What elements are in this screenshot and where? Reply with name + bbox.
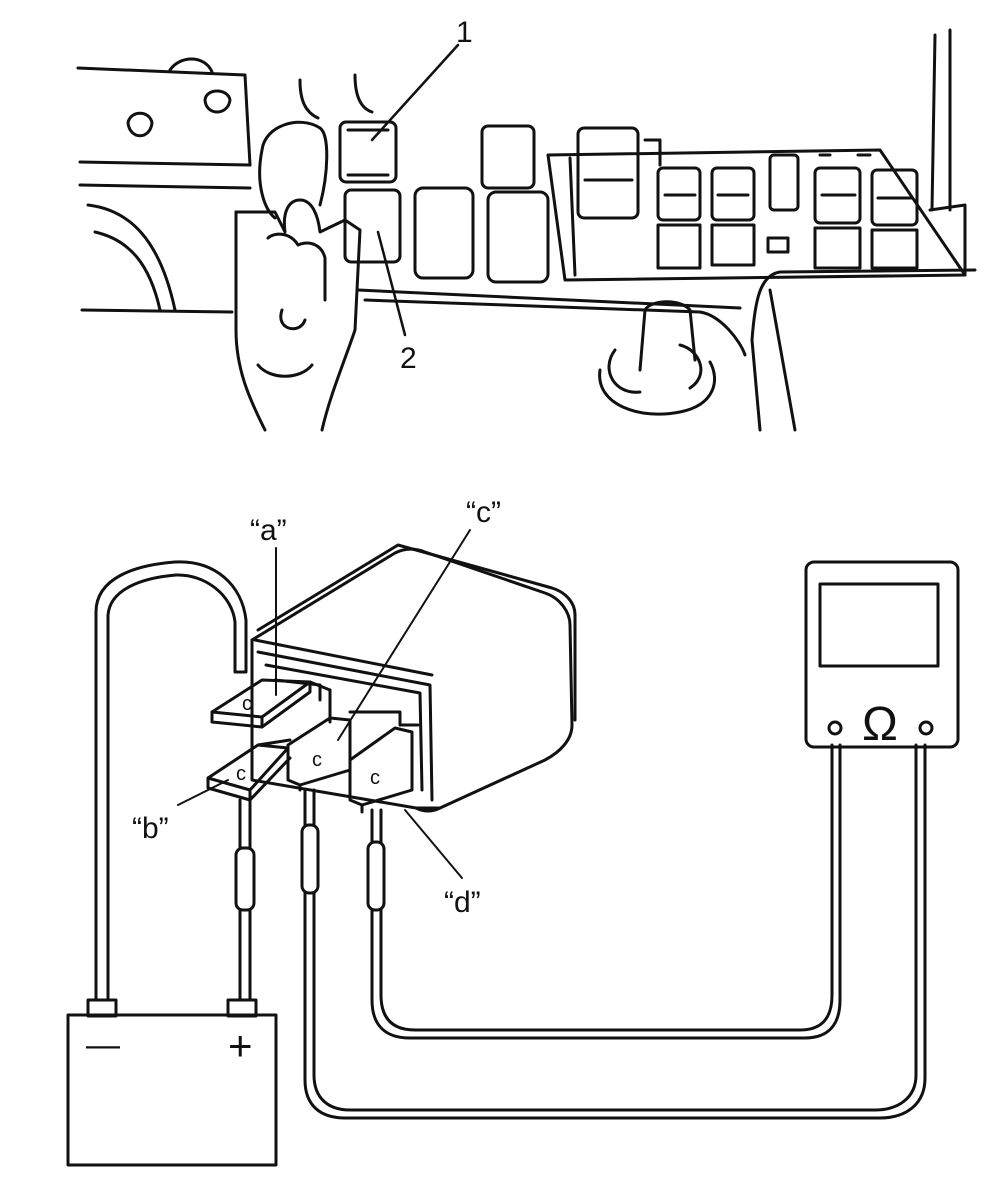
positive-lead [234,798,256,1002]
label-a: “a” [250,514,287,547]
engine-bay-illustration [76,28,977,432]
ohmmeter [804,560,960,749]
label-d-leader [404,809,463,879]
meter-jack-right [918,720,934,736]
label-b-leader [177,779,229,806]
relay-body [250,543,577,813]
label-d: “d” [444,886,481,919]
terminal-c-letter: c [312,749,322,771]
negative-lead [94,560,248,1002]
battery-positive-sign: + [228,1022,253,1069]
meter-lead-c [300,743,927,1120]
callout-2-label: 2 [400,342,417,375]
battery [66,998,278,1167]
callout-1-label: 1 [456,16,473,49]
callout-2-leader [376,230,407,337]
battery-negative-sign: — [86,1026,120,1064]
ohm-symbol: Ω [862,698,898,751]
meter-jack-left [827,720,843,736]
terminal-d-letter: c [370,767,380,789]
label-c: “c” [466,496,501,529]
terminal-d-blade [348,726,414,814]
terminal-b-letter: c [236,763,246,785]
meter-lead-d [366,743,842,1040]
battery-negative-post [86,998,118,1018]
terminal-a-letter: c [242,693,252,715]
label-c-leader [337,529,471,741]
terminal-a-blade [210,678,332,729]
terminal-b-blade [206,738,292,802]
battery-positive-post [226,998,258,1018]
callout-1-leader [370,43,460,142]
label-b: “b” [132,812,169,845]
